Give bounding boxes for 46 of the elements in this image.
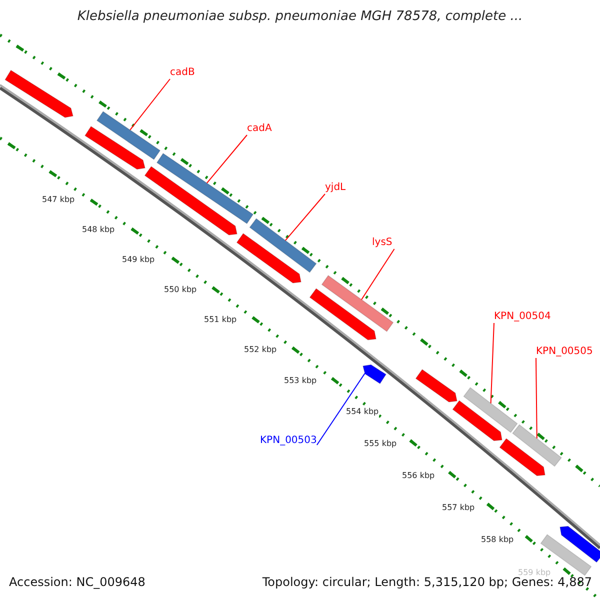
leader-line bbox=[206, 134, 248, 184]
gene-label: cadA bbox=[247, 123, 272, 135]
gene-feature bbox=[321, 274, 394, 332]
scale-tick-label: 557 kbp bbox=[442, 503, 475, 513]
gene-label: KPN_00503 bbox=[260, 435, 317, 447]
leader-line bbox=[284, 194, 326, 241]
leader-line bbox=[316, 372, 366, 446]
genome-summary-text: Topology: circular; Length: 5,315,120 bp; Genes: 4,887 bbox=[262, 575, 592, 589]
gene-label: cadB bbox=[170, 67, 195, 79]
scale-tick-label: 558 kbp bbox=[481, 535, 514, 545]
gene-feature bbox=[309, 288, 376, 340]
scale-tick-label: 555 kbp bbox=[364, 439, 397, 449]
scale-tick-label: 559 kbp bbox=[518, 568, 551, 577]
leader-line bbox=[536, 358, 538, 439]
diagram-title: Klebsiella pneumoniae subsp. pneumoniae MGH 78578, complete ... bbox=[76, 9, 524, 24]
gene-feature bbox=[96, 110, 161, 160]
gene-label: KPN_00504 bbox=[494, 311, 551, 323]
gene-feature bbox=[499, 438, 546, 476]
scale-tick-label: 549 kbp bbox=[122, 255, 155, 265]
gene-feature bbox=[144, 166, 238, 236]
leader-line bbox=[130, 78, 170, 130]
gene-label: lysS bbox=[372, 237, 392, 249]
gene-feature bbox=[452, 400, 502, 442]
gene-label: yjdL bbox=[325, 182, 346, 194]
gene-feature bbox=[415, 368, 458, 402]
scale-tick-label: 548 kbp bbox=[82, 225, 115, 235]
gene-feature bbox=[249, 218, 317, 273]
gene-feature bbox=[362, 364, 387, 384]
gene-feature bbox=[512, 424, 562, 467]
scale-tick-label: 556 kbp bbox=[402, 471, 435, 481]
scale-tick-label: 553 kbp bbox=[284, 376, 317, 386]
gene-feature bbox=[463, 387, 518, 433]
gene-feature bbox=[84, 126, 146, 170]
accession-text: Accession: NC_009648 bbox=[9, 575, 146, 589]
scale-tick-label: 547 kbp bbox=[42, 195, 75, 205]
scale-tick-label: 552 kbp bbox=[244, 345, 277, 355]
leader-line bbox=[490, 322, 494, 404]
gene-feature bbox=[156, 152, 254, 224]
gene-feature bbox=[236, 232, 302, 284]
gene-label: KPN_00505 bbox=[536, 346, 593, 358]
scale-tick-label: 550 kbp bbox=[164, 285, 197, 295]
scale-tick-label: 554 kbp bbox=[346, 407, 379, 417]
leader-line bbox=[361, 248, 395, 300]
scale-tick-label: 551 kbp bbox=[204, 315, 237, 325]
gene-feature bbox=[4, 70, 74, 118]
gene-feature bbox=[560, 526, 600, 563]
